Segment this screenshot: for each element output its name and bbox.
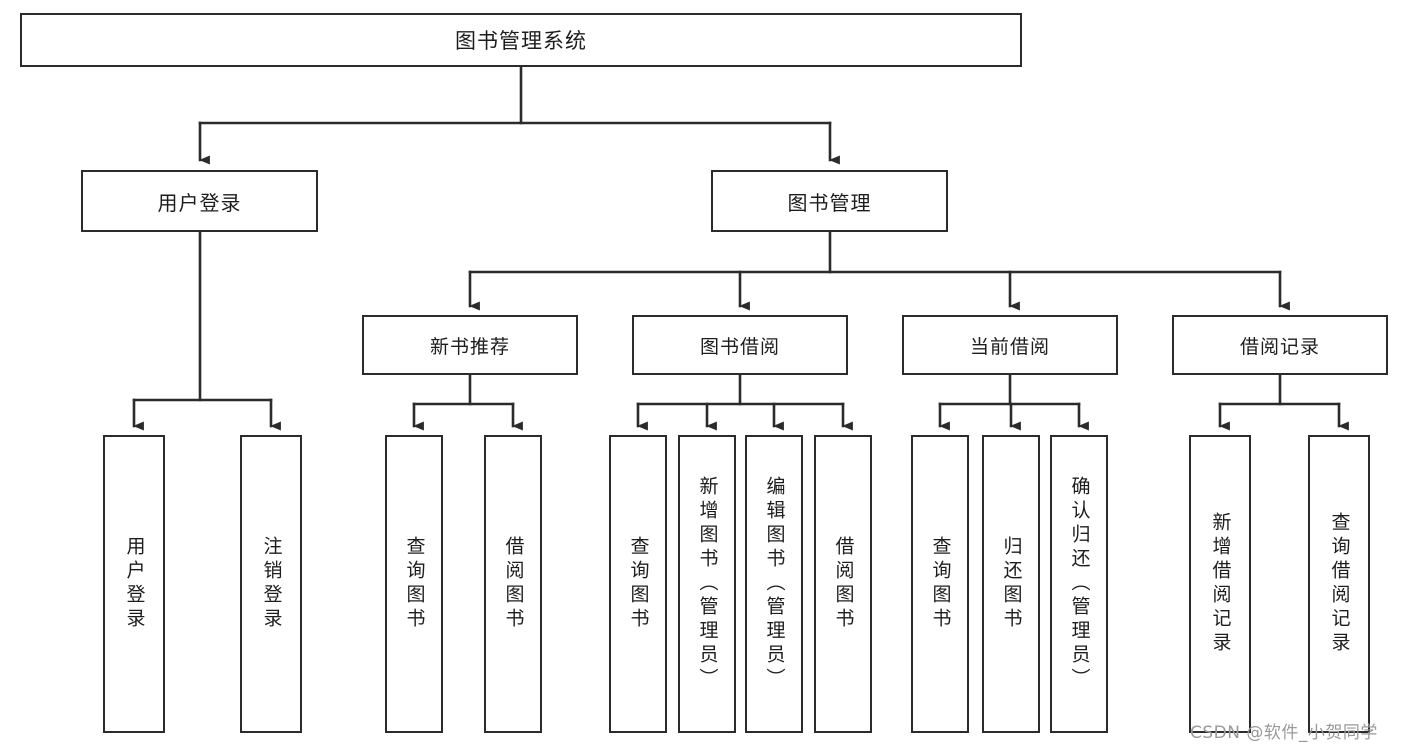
- leaf-query-book-borrow[interactable]: 查询图书: [609, 435, 667, 733]
- node-book-borrow-label: 图书借阅: [699, 335, 780, 358]
- leaf-add-borrow-record[interactable]: 新增借阅记录: [1189, 435, 1251, 733]
- node-user-login-label: 用户登录: [157, 190, 242, 215]
- leaf-user-logout[interactable]: 注销登录: [240, 435, 302, 733]
- leaf-user-login-label: 用户登录: [123, 536, 146, 632]
- leaf-borrow-book-newbook[interactable]: 借阅图书: [484, 435, 542, 733]
- node-new-book-recommend[interactable]: 新书推荐: [362, 315, 578, 375]
- node-current-borrow[interactable]: 当前借阅: [902, 315, 1118, 375]
- leaf-borrow-book-borrow[interactable]: 借阅图书: [814, 435, 872, 733]
- leaf-query-book-borrow-label: 查询图书: [627, 536, 650, 632]
- leaf-edit-book-admin-label: 编辑图书（管理员）: [763, 476, 786, 692]
- leaf-add-borrow-record-label: 新增借阅记录: [1209, 512, 1232, 656]
- node-book-management-label: 图书管理: [787, 190, 872, 215]
- leaf-edit-book-admin[interactable]: 编辑图书（管理员）: [745, 435, 803, 733]
- leaf-confirm-return-admin-label: 确认归还（管理员）: [1068, 476, 1091, 692]
- leaf-query-book-newbook[interactable]: 查询图书: [385, 435, 443, 733]
- leaf-return-book-label: 归还图书: [1000, 536, 1023, 632]
- csdn-watermark: CSDN @软件_小贺同学: [1190, 723, 1378, 743]
- leaf-confirm-return-admin[interactable]: 确认归还（管理员）: [1050, 435, 1108, 733]
- leaf-query-book-current[interactable]: 查询图书: [911, 435, 969, 733]
- leaf-user-login[interactable]: 用户登录: [103, 435, 165, 733]
- node-current-borrow-label: 当前借阅: [969, 335, 1050, 358]
- node-new-book-recommend-label: 新书推荐: [429, 335, 510, 358]
- leaf-borrow-book-newbook-label: 借阅图书: [502, 536, 525, 632]
- node-root-label: 图书管理系统: [455, 29, 587, 53]
- node-borrow-record[interactable]: 借阅记录: [1172, 315, 1388, 375]
- leaf-query-book-newbook-label: 查询图书: [403, 536, 426, 632]
- leaf-return-book[interactable]: 归还图书: [982, 435, 1040, 733]
- leaf-add-book-admin-label: 新增图书（管理员）: [696, 476, 719, 692]
- leaf-user-logout-label: 注销登录: [260, 536, 283, 632]
- leaf-query-book-current-label: 查询图书: [929, 536, 952, 632]
- node-user-login[interactable]: 用户登录: [81, 170, 318, 232]
- leaf-borrow-book-borrow-label: 借阅图书: [832, 536, 855, 632]
- node-book-borrow[interactable]: 图书借阅: [632, 315, 848, 375]
- node-root[interactable]: 图书管理系统: [20, 13, 1022, 67]
- node-borrow-record-label: 借阅记录: [1239, 335, 1320, 358]
- leaf-query-borrow-record[interactable]: 查询借阅记录: [1308, 435, 1370, 733]
- leaf-add-book-admin[interactable]: 新增图书（管理员）: [678, 435, 736, 733]
- leaf-query-borrow-record-label: 查询借阅记录: [1328, 512, 1351, 656]
- node-book-management[interactable]: 图书管理: [711, 170, 948, 232]
